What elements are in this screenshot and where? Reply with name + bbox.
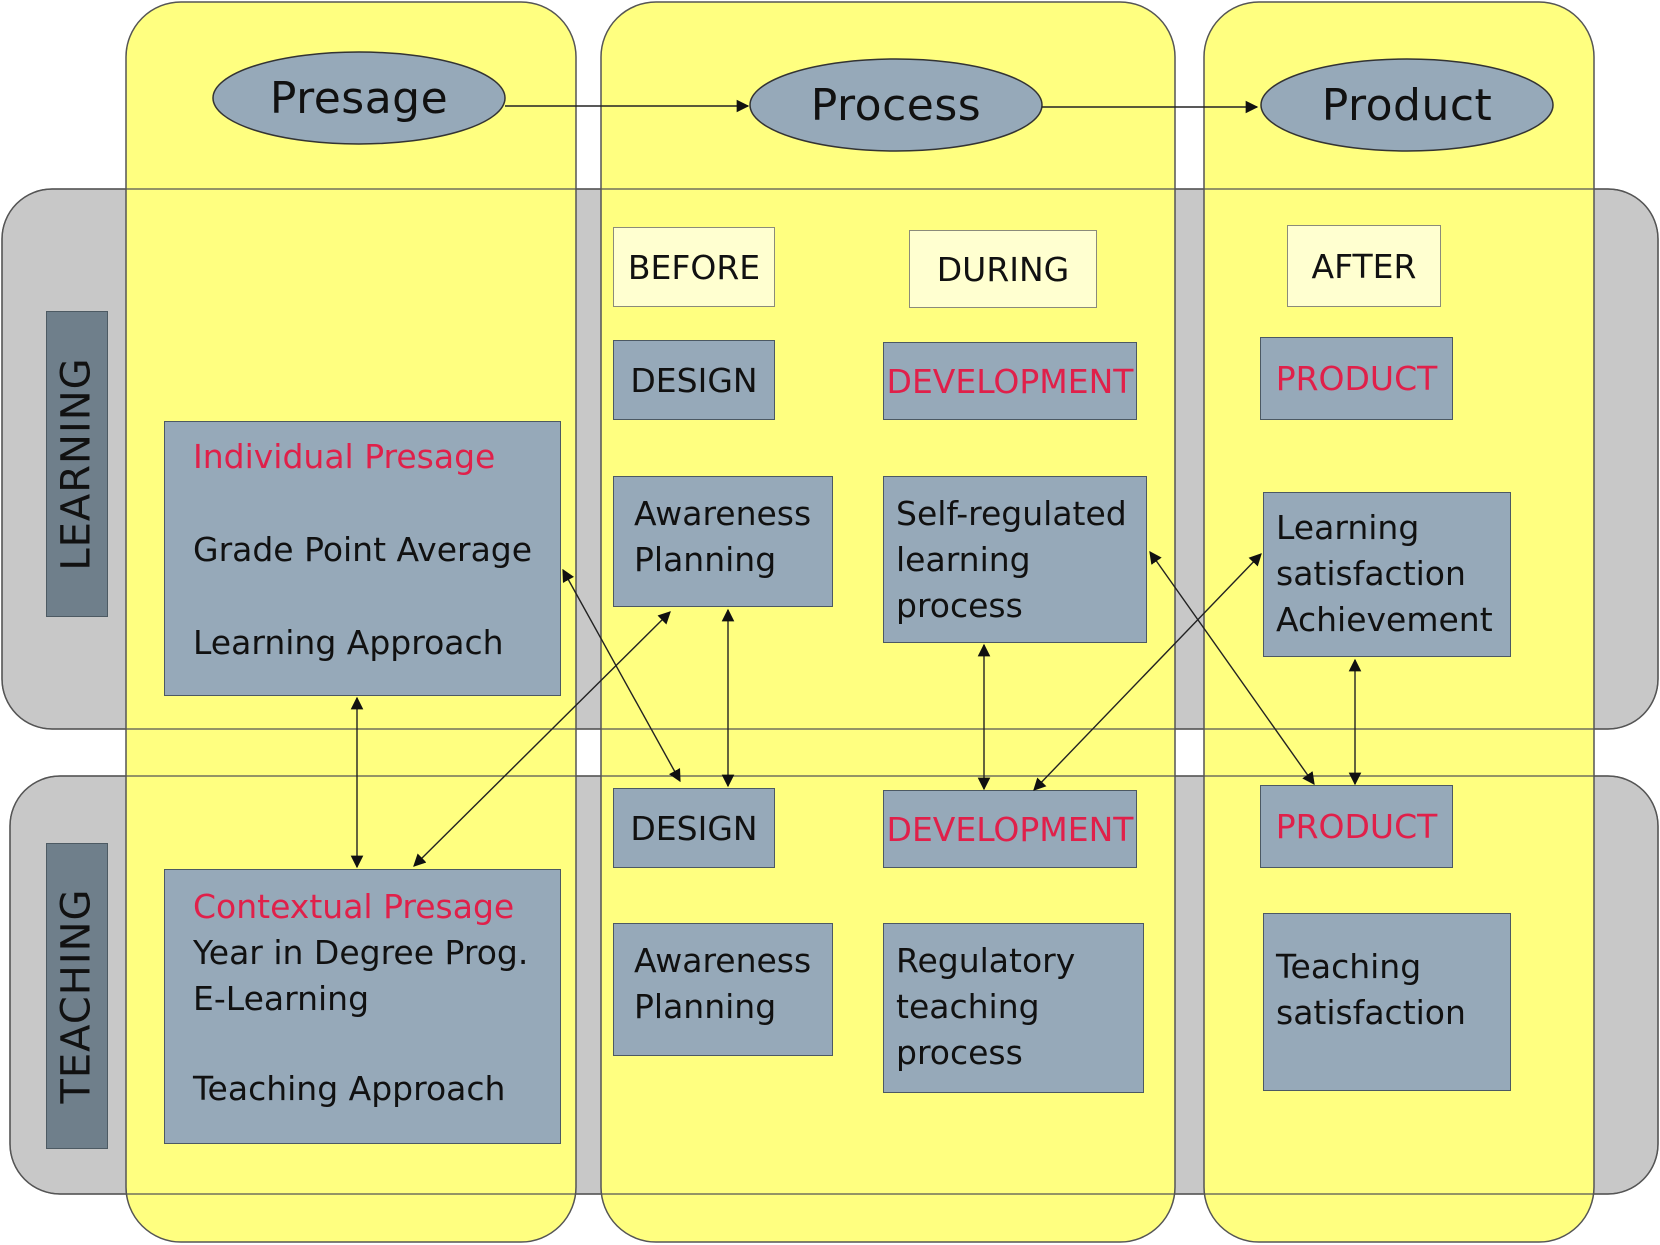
phase-during: DURING — [909, 230, 1097, 308]
teaching-development-header: DEVELOPMENT — [883, 790, 1137, 868]
development-item: process — [896, 586, 1023, 625]
presage-item: E-Learning — [193, 979, 370, 1018]
presage-item: Teaching Approach — [193, 1069, 506, 1108]
product-item: Teaching — [1276, 947, 1422, 986]
stage-presage-label: Presage — [269, 72, 449, 124]
teaching-design-box: Awareness Planning — [613, 923, 833, 1056]
development-item: teaching — [896, 987, 1040, 1026]
development-item: learning — [896, 540, 1031, 579]
process-ellipse — [749, 58, 1043, 152]
teaching-product-box: Teaching satisfaction — [1263, 913, 1511, 1091]
row-label-teaching: TEACHING — [46, 843, 108, 1149]
individual-presage-title: Individual Presage — [193, 437, 496, 476]
row-label-learning-text: LEARNING — [54, 357, 101, 571]
product-item: satisfaction — [1276, 993, 1466, 1032]
development-item: process — [896, 1033, 1023, 1072]
product-item: Achievement — [1276, 600, 1493, 639]
phase-after: AFTER — [1287, 225, 1441, 307]
learning-development-box: Self-regulated learning process — [883, 476, 1147, 643]
learning-product-header: PRODUCT — [1260, 337, 1453, 420]
phase-before: BEFORE — [613, 227, 775, 307]
learning-development-header: DEVELOPMENT — [883, 342, 1137, 420]
row-label-teaching-text: TEACHING — [54, 888, 100, 1104]
teaching-product-header: PRODUCT — [1260, 785, 1453, 868]
design-item: Awareness — [634, 941, 812, 980]
individual-presage-box: Individual Presage Grade Point Average L… — [164, 421, 561, 696]
teaching-row-outline — [9, 775, 1659, 1195]
design-item: Awareness — [634, 494, 812, 533]
learning-design-header: DESIGN — [613, 340, 775, 420]
presage-item: Year in Degree Prog. — [193, 933, 529, 972]
presage-ellipse — [212, 51, 506, 145]
learning-row-outline — [1, 188, 1659, 730]
learning-product-box: Learning satisfaction Achievement — [1263, 492, 1511, 657]
contextual-presage-title: Contextual Presage — [193, 887, 515, 926]
development-item: Self-regulated — [896, 494, 1127, 533]
product-ellipse — [1260, 58, 1554, 152]
teaching-design-header: DESIGN — [613, 788, 775, 868]
presage-item: Learning Approach — [193, 623, 504, 662]
contextual-presage-box: Contextual Presage Year in Degree Prog. … — [164, 869, 561, 1144]
development-item: Regulatory — [896, 941, 1076, 980]
teaching-development-box: Regulatory teaching process — [883, 923, 1144, 1093]
stage-product-label: Product — [1321, 79, 1493, 131]
stage-process-label: Process — [810, 79, 982, 131]
learning-design-box: Awareness Planning — [613, 476, 833, 607]
design-item: Planning — [634, 987, 777, 1026]
presage-item: Grade Point Average — [193, 530, 533, 569]
design-item: Planning — [634, 540, 777, 579]
row-label-learning: LEARNING — [46, 311, 108, 617]
product-item: satisfaction — [1276, 554, 1466, 593]
product-item: Learning — [1276, 508, 1420, 547]
